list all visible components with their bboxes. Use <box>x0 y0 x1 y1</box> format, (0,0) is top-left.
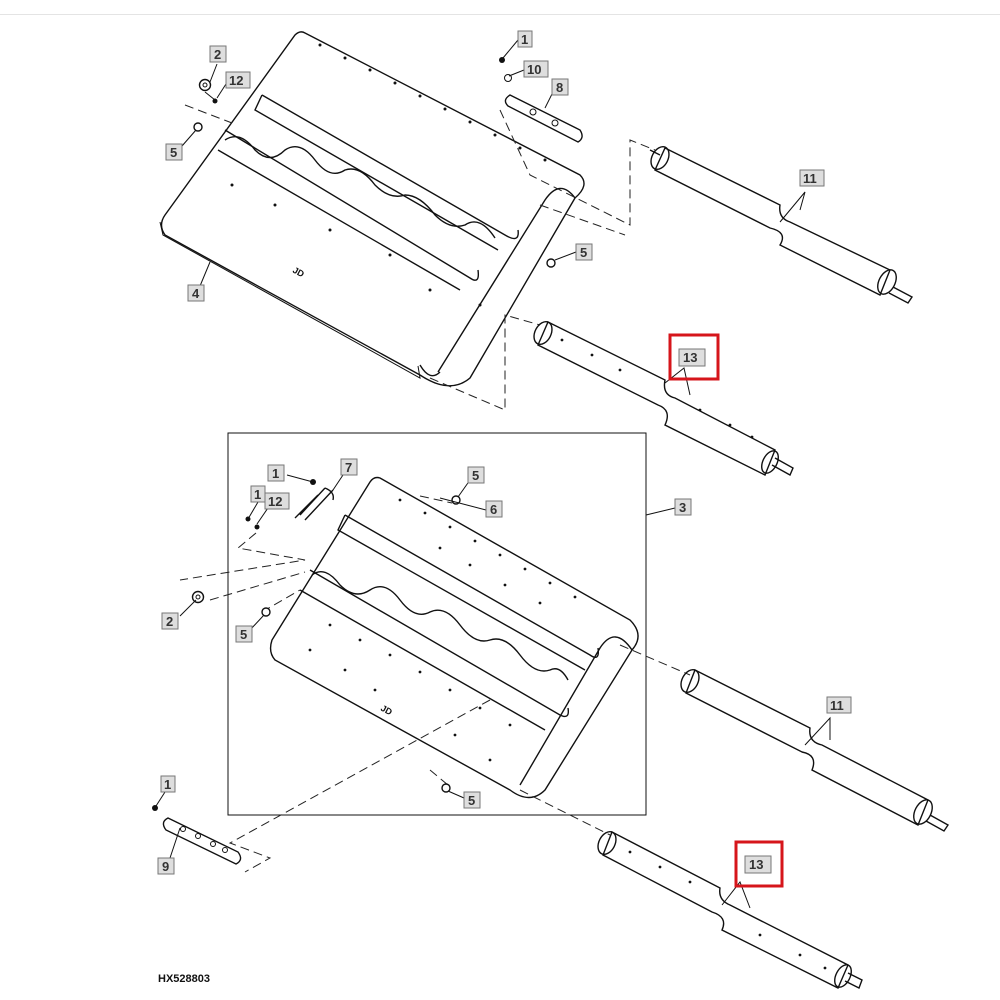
svg-text:7: 7 <box>345 460 352 475</box>
washer-2-lower <box>191 590 205 604</box>
part-9-strap <box>162 817 242 865</box>
callout-1-lower-c: 1 <box>160 775 176 793</box>
svg-text:12: 12 <box>268 494 282 509</box>
part-8-bracket <box>504 94 583 143</box>
nut-5-top-right <box>546 258 556 268</box>
upper-belt-panel: JD <box>159 31 585 387</box>
bolt-1-lower-c <box>152 805 158 811</box>
bolt-12-top <box>212 98 218 104</box>
svg-text:5: 5 <box>468 793 475 808</box>
highlight-frame-13-bottom <box>734 840 784 888</box>
nut-5-lower-bottom <box>441 783 451 793</box>
svg-text:10: 10 <box>527 62 541 77</box>
svg-text:1: 1 <box>254 487 261 502</box>
svg-text:11: 11 <box>803 171 817 186</box>
drawing-code: HX528803 <box>158 973 210 985</box>
nut-5-lower-left <box>261 607 271 617</box>
roller-11-bottom <box>680 669 950 832</box>
callout-1-lower-b: 1 <box>250 485 266 503</box>
svg-text:1: 1 <box>521 32 528 47</box>
svg-text:12: 12 <box>229 73 243 88</box>
svg-text:2: 2 <box>166 614 173 629</box>
callout-6-lower: 6 <box>485 500 503 518</box>
svg-text:9: 9 <box>162 859 169 874</box>
svg-text:5: 5 <box>240 627 247 642</box>
callout-12-top: 12 <box>225 71 251 89</box>
callout-5-lower-bottom: 5 <box>463 791 481 809</box>
callout-9-lower: 9 <box>157 857 175 875</box>
svg-text:2: 2 <box>214 47 221 62</box>
callout-13-bottom: 13 <box>744 855 772 874</box>
nut-5-top-left <box>193 122 203 132</box>
washer-2-top <box>198 78 212 92</box>
bolt-1-top <box>499 57 505 63</box>
svg-text:5: 5 <box>580 245 587 260</box>
svg-text:5: 5 <box>170 145 177 160</box>
part-7-clip <box>294 487 335 521</box>
svg-text:4: 4 <box>192 286 200 301</box>
svg-text:11: 11 <box>830 698 844 713</box>
brand-marking-lower: JD <box>379 703 394 717</box>
svg-text:3: 3 <box>679 500 686 515</box>
callout-2-top: 2 <box>209 45 227 63</box>
lower-belt-panel: JD <box>269 476 639 799</box>
callout-1-top: 1 <box>517 30 533 48</box>
top-divider <box>0 14 1000 15</box>
brand-marking-upper: JD <box>291 265 306 279</box>
callout-13-top: 13 <box>678 348 706 367</box>
roller-13-top <box>533 321 794 476</box>
nut-10-top <box>504 74 512 82</box>
callout-3-assembly: 3 <box>674 498 692 516</box>
callout-10-top: 10 <box>523 60 549 78</box>
roller-13-bottom <box>597 831 863 989</box>
svg-text:13: 13 <box>749 857 763 872</box>
callout-4-top: 4 <box>187 284 205 302</box>
callout-5-lower-top: 5 <box>467 466 485 484</box>
callout-7-lower: 7 <box>340 458 358 476</box>
bolt-12-lower <box>254 524 260 530</box>
svg-text:1: 1 <box>272 466 279 481</box>
svg-text:5: 5 <box>472 468 479 483</box>
roller-11-top <box>649 146 914 304</box>
callout-12-lower: 12 <box>264 492 290 510</box>
callout-5-top-left: 5 <box>165 143 183 161</box>
callout-11-bottom: 11 <box>826 696 852 714</box>
highlight-frame-13-top <box>668 333 720 381</box>
svg-text:6: 6 <box>490 502 497 517</box>
belt-rivets-upper <box>230 43 547 307</box>
svg-text:13: 13 <box>683 350 697 365</box>
belt-rivets-lower <box>308 498 577 762</box>
svg-text:8: 8 <box>556 80 563 95</box>
callout-5-lower-left: 5 <box>235 625 253 643</box>
upper-leaders <box>184 91 656 411</box>
callout-leaders <box>155 39 831 909</box>
callout-1-lower-a: 1 <box>267 464 285 482</box>
svg-text:1: 1 <box>164 777 171 792</box>
assembly-3-frame <box>227 432 647 816</box>
callout-5-top-right: 5 <box>575 243 593 261</box>
callout-11-top: 11 <box>799 169 825 187</box>
callout-8-top: 8 <box>551 78 569 96</box>
lower-leaders <box>179 495 691 873</box>
callout-2-lower: 2 <box>161 612 179 630</box>
